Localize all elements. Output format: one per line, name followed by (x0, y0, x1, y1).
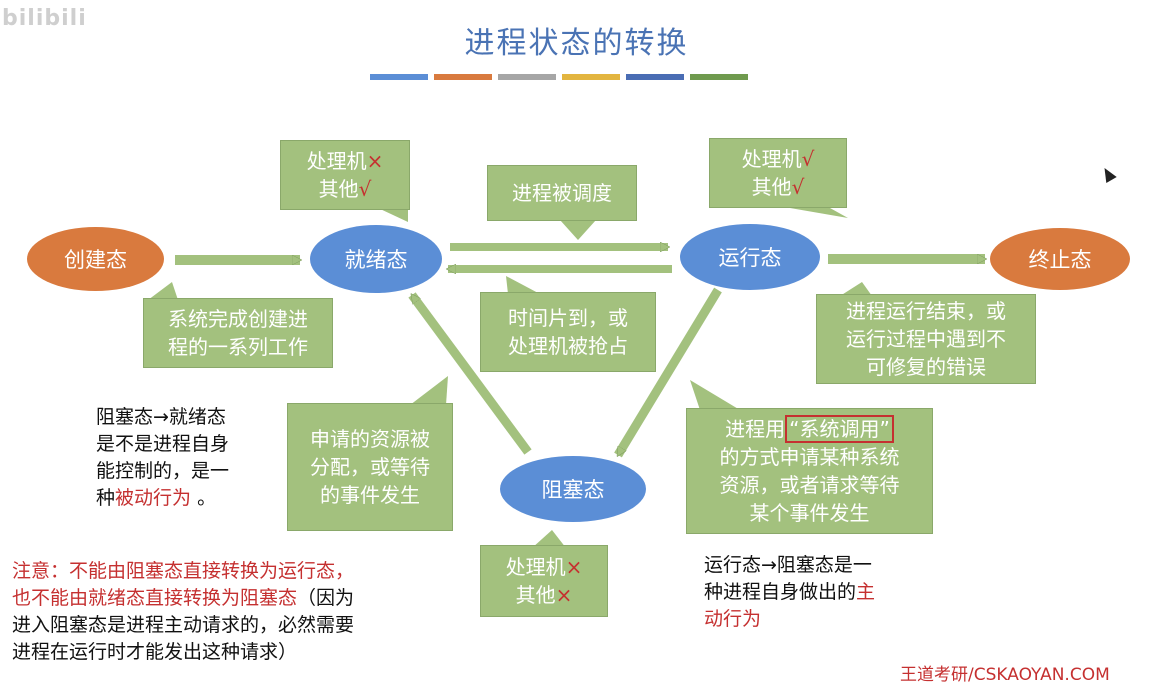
note-line: 是不是进程自身 (96, 433, 230, 455)
callout-line: 的事件发生 (320, 483, 420, 507)
label-other: 其他 (515, 583, 556, 607)
state-terminated: 终止态 (990, 228, 1130, 290)
tail-terminate (840, 282, 872, 296)
callout-line: 处理机被抢占 (508, 334, 628, 358)
callout-line: 系统完成创建进 (168, 307, 308, 331)
label-processor: 处理机 (306, 149, 367, 173)
other-mark: × (555, 583, 573, 607)
note-text: 种进程自身做出的 (704, 581, 857, 603)
callout-timeslice: 时间片到，或 处理机被抢占 (480, 292, 656, 372)
callout-running-resources: 处理机√ 其他√ (709, 138, 847, 208)
callout-line: 分配，或等待 (310, 455, 430, 479)
note-emphasis: 被动行为 (115, 487, 192, 509)
arrow-blocked-to-ready (408, 292, 532, 455)
callout-blocked-resources: 处理机× 其他× (480, 545, 608, 617)
state-running: 运行态 (680, 224, 820, 290)
callout-line: 进程运行结束，或 (846, 299, 1006, 323)
warning-emphasis: 也不能由就绪态直接转换为阻塞态 (12, 587, 298, 609)
callout-create-done: 系统完成创建进 程的一系列工作 (143, 298, 333, 368)
color-bar-2 (434, 74, 492, 80)
warning-line: 进程在运行时才能发出这种请求） (12, 641, 298, 663)
tail-blocked-resources (532, 530, 566, 548)
callout-line: 程的一系列工作 (168, 335, 308, 359)
callout-line: 运行过程中遇到不 (846, 327, 1006, 351)
state-ready: 就绪态 (310, 225, 442, 293)
state-blocked: 阻塞态 (500, 456, 646, 522)
callout-line: 的方式申请某种系统 (719, 445, 900, 469)
label-other: 其他 (751, 175, 792, 199)
processor-mark: × (366, 149, 384, 173)
note-warning: 注意：不能由阻塞态直接转换为运行态， 也不能由就绪态直接转换为阻塞态（因为 进入… (12, 558, 472, 666)
warning-line: 进入阻塞态是进程主动请求的，必然需要 (12, 614, 355, 636)
warning-text: （因为 (297, 587, 355, 609)
color-bar-5 (626, 74, 684, 80)
tail-running-resources (790, 208, 848, 218)
tail-syscall (690, 380, 740, 410)
callout-scheduled: 进程被调度 (487, 165, 637, 221)
note-line: 阻塞态→就绪态 (96, 406, 226, 428)
title-color-bars (370, 74, 748, 80)
callout-line: 某个事件发生 (749, 501, 870, 525)
note-line: 运行态→阻塞态是一 (704, 554, 872, 576)
note-running-to-blocked: 运行态→阻塞态是一 种进程自身做出的主 动行为 (704, 552, 944, 633)
callout-resource-granted: 申请的资源被 分配，或等待 的事件发生 (287, 403, 453, 531)
note-emphasis: 主 (856, 581, 876, 603)
watermark: bilibili (2, 6, 87, 31)
processor-mark: × (565, 555, 583, 579)
callout-terminate-reason: 进程运行结束，或 运行过程中遇到不 可修复的错误 (816, 294, 1036, 384)
note-line: 能控制的，是一 (96, 460, 230, 482)
note-text: 。 (191, 487, 217, 509)
state-create: 创建态 (27, 227, 164, 291)
callout-syscall: 进程用“系统调用” 的方式申请某种系统 资源，或者请求等待 某个事件发生 (686, 408, 933, 534)
note-blocked-to-ready: 阻塞态→就绪态 是不是进程自身 能控制的，是一 种被动行为 。 (96, 404, 286, 512)
label-processor: 处理机 (505, 555, 566, 579)
callout-line: 申请的资源被 (310, 427, 430, 451)
label-other: 其他 (318, 177, 359, 201)
tail-scheduled (560, 220, 596, 240)
processor-mark: √ (801, 147, 815, 171)
syscall-highlight: “系统调用” (785, 415, 894, 443)
note-emphasis: 动行为 (704, 608, 762, 630)
page-title: 进程状态的转换 (464, 26, 689, 61)
note-text: 种 (96, 487, 116, 509)
warning-line: 注意：不能由阻塞态直接转换为运行态， (12, 560, 355, 582)
callout-line: 时间片到，或 (508, 306, 628, 330)
footer-brand: 王道考研/CSKAOYAN.COM (900, 665, 1110, 685)
callout-line: 可修复的错误 (866, 355, 986, 379)
label-processor: 处理机 (741, 147, 802, 171)
callout-line: 资源，或者请求等待 (719, 473, 900, 497)
color-bar-6 (690, 74, 748, 80)
arrow-running-to-blocked (614, 287, 722, 458)
callout-text: 进程用 (725, 417, 786, 441)
tail-ready-resources (378, 208, 408, 222)
tail-timeslice (506, 276, 540, 294)
other-mark: √ (358, 177, 372, 201)
tail-resource-granted (410, 376, 448, 405)
color-bar-1 (370, 74, 428, 80)
color-bar-4 (562, 74, 620, 80)
callout-ready-resources: 处理机× 其他√ (280, 140, 410, 210)
tail-create-done (148, 282, 178, 300)
other-mark: √ (791, 175, 805, 199)
color-bar-3 (498, 74, 556, 80)
